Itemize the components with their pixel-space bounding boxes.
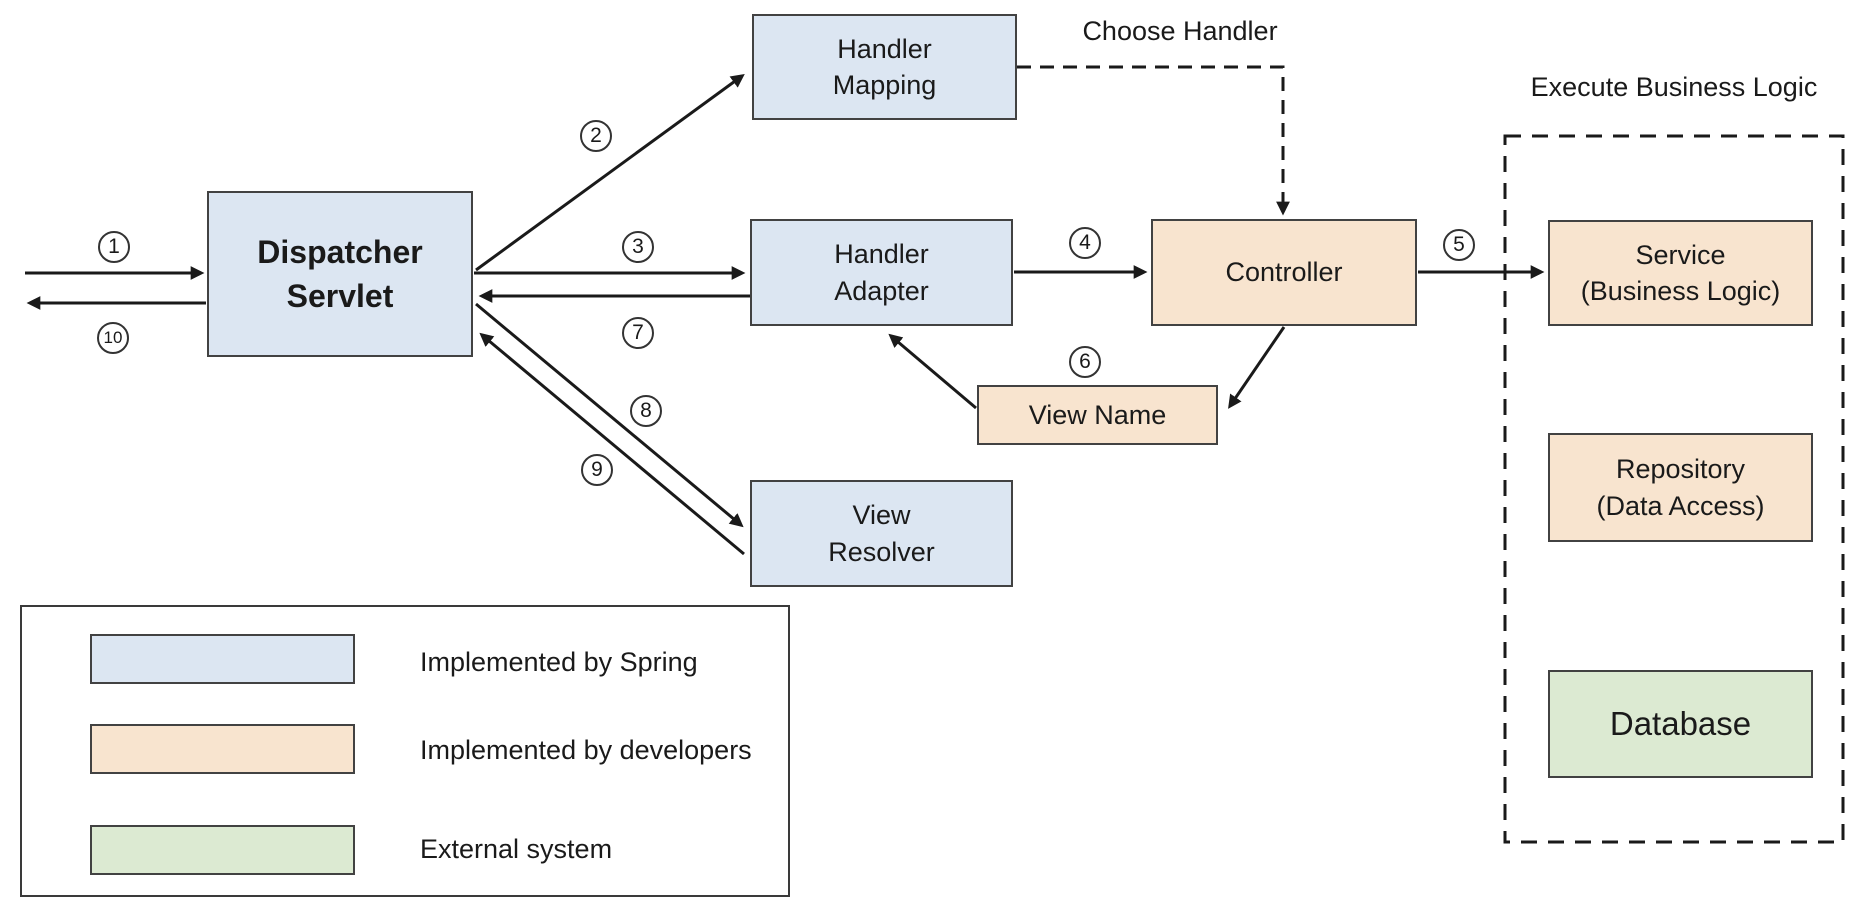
legend-label-spring: Implemented by Spring bbox=[420, 647, 698, 677]
legend-label-external: External system bbox=[420, 834, 613, 864]
legend-swatch-spring bbox=[90, 634, 355, 684]
node-service: Service (Business Logic) bbox=[1548, 220, 1813, 326]
arrow-step-6-view-name-to-adapter bbox=[888, 333, 977, 410]
arrow-controller-to-view-name bbox=[1228, 326, 1286, 409]
step-circle-6: 6 bbox=[1069, 346, 1101, 378]
step-circle-1: 1 bbox=[98, 231, 130, 263]
execute-business-logic-label: Execute Business Logic bbox=[1530, 72, 1818, 102]
legend-swatch-external bbox=[90, 825, 355, 875]
node-controller: Controller bbox=[1151, 219, 1417, 326]
step-circle-8: 8 bbox=[630, 395, 662, 427]
node-database: Database bbox=[1548, 670, 1813, 778]
arrow-step-8-to-view-resolver bbox=[475, 302, 744, 528]
step-circle-3: 3 bbox=[622, 231, 654, 263]
node-handler-adapter: Handler Adapter bbox=[750, 219, 1013, 326]
execute-business-logic-group-border bbox=[1503, 134, 1845, 844]
step-circle-2: 2 bbox=[580, 120, 612, 152]
arrow-step-2-to-handler-mapping bbox=[475, 73, 745, 272]
choose-handler-label: Choose Handler bbox=[1082, 16, 1278, 46]
arrow-choose-handler-dashed bbox=[1017, 65, 1290, 216]
legend-label-developers: Implemented by developers bbox=[420, 735, 752, 765]
node-view-resolver: View Resolver bbox=[750, 480, 1013, 587]
node-view-name: View Name bbox=[977, 385, 1218, 445]
arrow-step-9-resolver-to-dispatcher bbox=[479, 332, 745, 556]
node-dispatcher-servlet: Dispatcher Servlet bbox=[207, 191, 473, 357]
step-circle-4: 4 bbox=[1069, 227, 1101, 259]
legend-swatch-developers bbox=[90, 724, 355, 774]
legend-box: Implemented by Spring Implemented by dev… bbox=[20, 605, 790, 897]
step-circle-10: 10 bbox=[97, 322, 129, 354]
node-repository: Repository (Data Access) bbox=[1548, 433, 1813, 542]
step-circle-5: 5 bbox=[1443, 229, 1475, 261]
step-circle-9: 9 bbox=[581, 454, 613, 486]
step-circle-7: 7 bbox=[622, 317, 654, 349]
node-handler-mapping: Handler Mapping bbox=[752, 14, 1017, 120]
